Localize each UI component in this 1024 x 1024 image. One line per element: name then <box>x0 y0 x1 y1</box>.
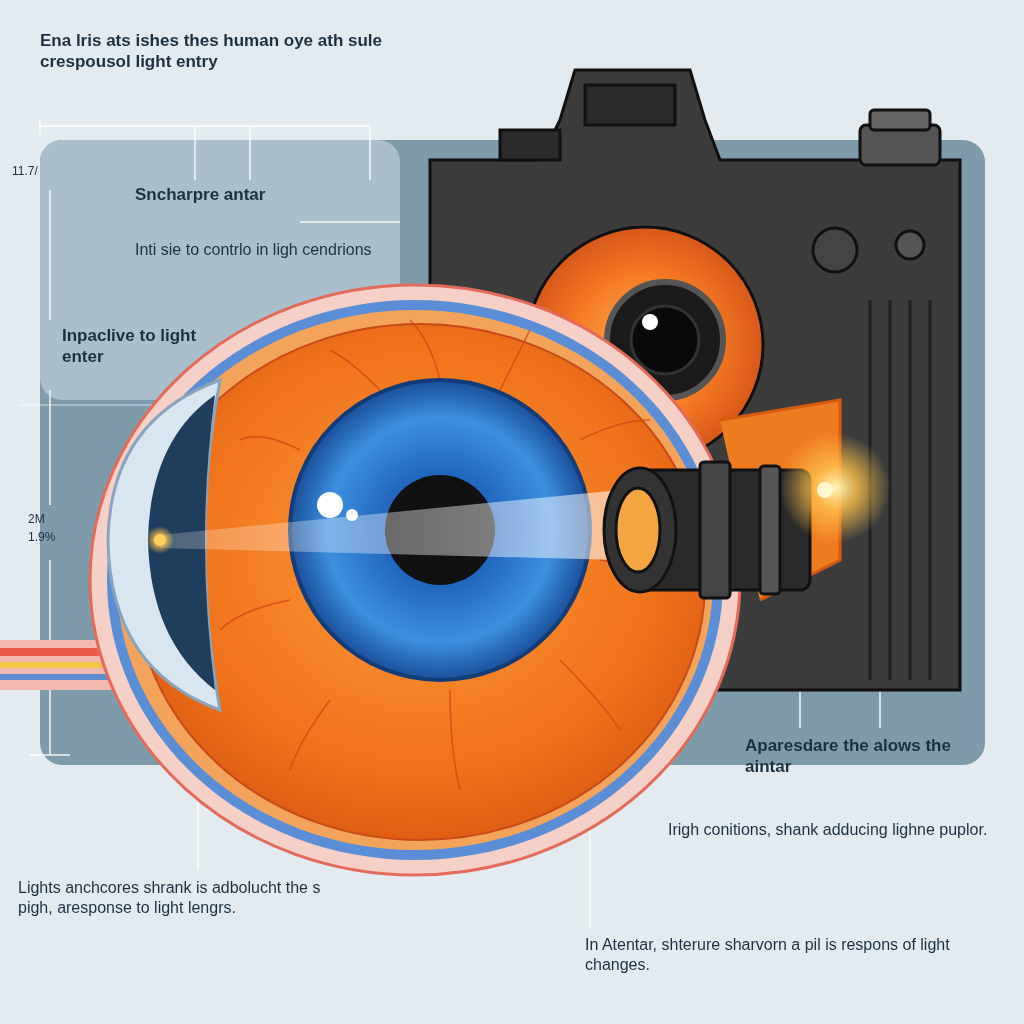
part-heading: Aparesdare the alows the aintar <box>745 735 985 778</box>
dimension-label: 11.7/ <box>12 164 38 179</box>
dimension-label: 1.9% <box>28 530 55 545</box>
diagram-title: Ena lris ats ishes thes human oye ath su… <box>40 30 430 73</box>
dimension-label: 2M <box>28 512 45 527</box>
part-note: In Atentar, shterure sharvorn a pil is r… <box>585 935 1005 975</box>
part-note: Inti sie to contrlo in ligh cendrions <box>135 240 385 260</box>
part-note: Lights anchcores shrank is adbolucht the… <box>18 878 348 918</box>
part-heading: Inpaclive to light enter <box>62 325 242 368</box>
part-heading: Sncharpre antar <box>135 184 265 205</box>
part-note: Irigh conitions, shank adducing lighne p… <box>668 820 1008 840</box>
